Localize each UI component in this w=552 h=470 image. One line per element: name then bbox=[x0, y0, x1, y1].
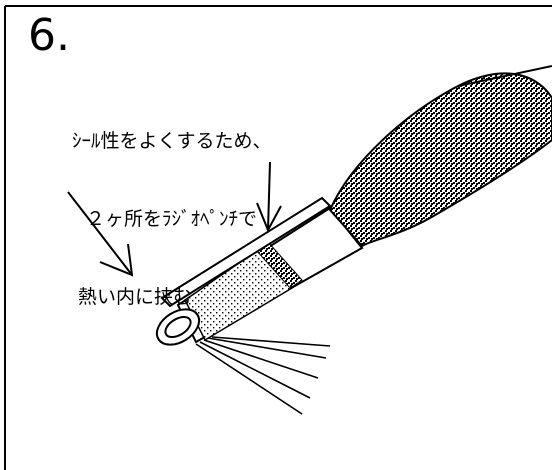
down-pointer-arrow bbox=[256, 161, 282, 233]
grip-sleeve bbox=[328, 65, 552, 248]
instruction-line-2: ２ヶ所をﾗｼﾞｵﾍﾟﾝﾁで bbox=[86, 208, 258, 230]
left-pointer-arrow bbox=[67, 191, 134, 277]
crimp-flange bbox=[160, 196, 332, 308]
instruction-line-1: ｼｰﾙ性をよくするため、 bbox=[72, 130, 272, 152]
instruction-note: ｼｰﾙ性をよくするため、 ２ヶ所をﾗｼﾞｵﾍﾟﾝﾁで 熱い内に挟む bbox=[72, 76, 272, 336]
tube-end bbox=[155, 308, 201, 346]
step-number: 6. bbox=[28, 10, 70, 61]
instruction-line-3: 熱い内に挟む bbox=[78, 286, 193, 308]
frame-border bbox=[4, 5, 552, 470]
wire-bundle bbox=[195, 336, 331, 415]
